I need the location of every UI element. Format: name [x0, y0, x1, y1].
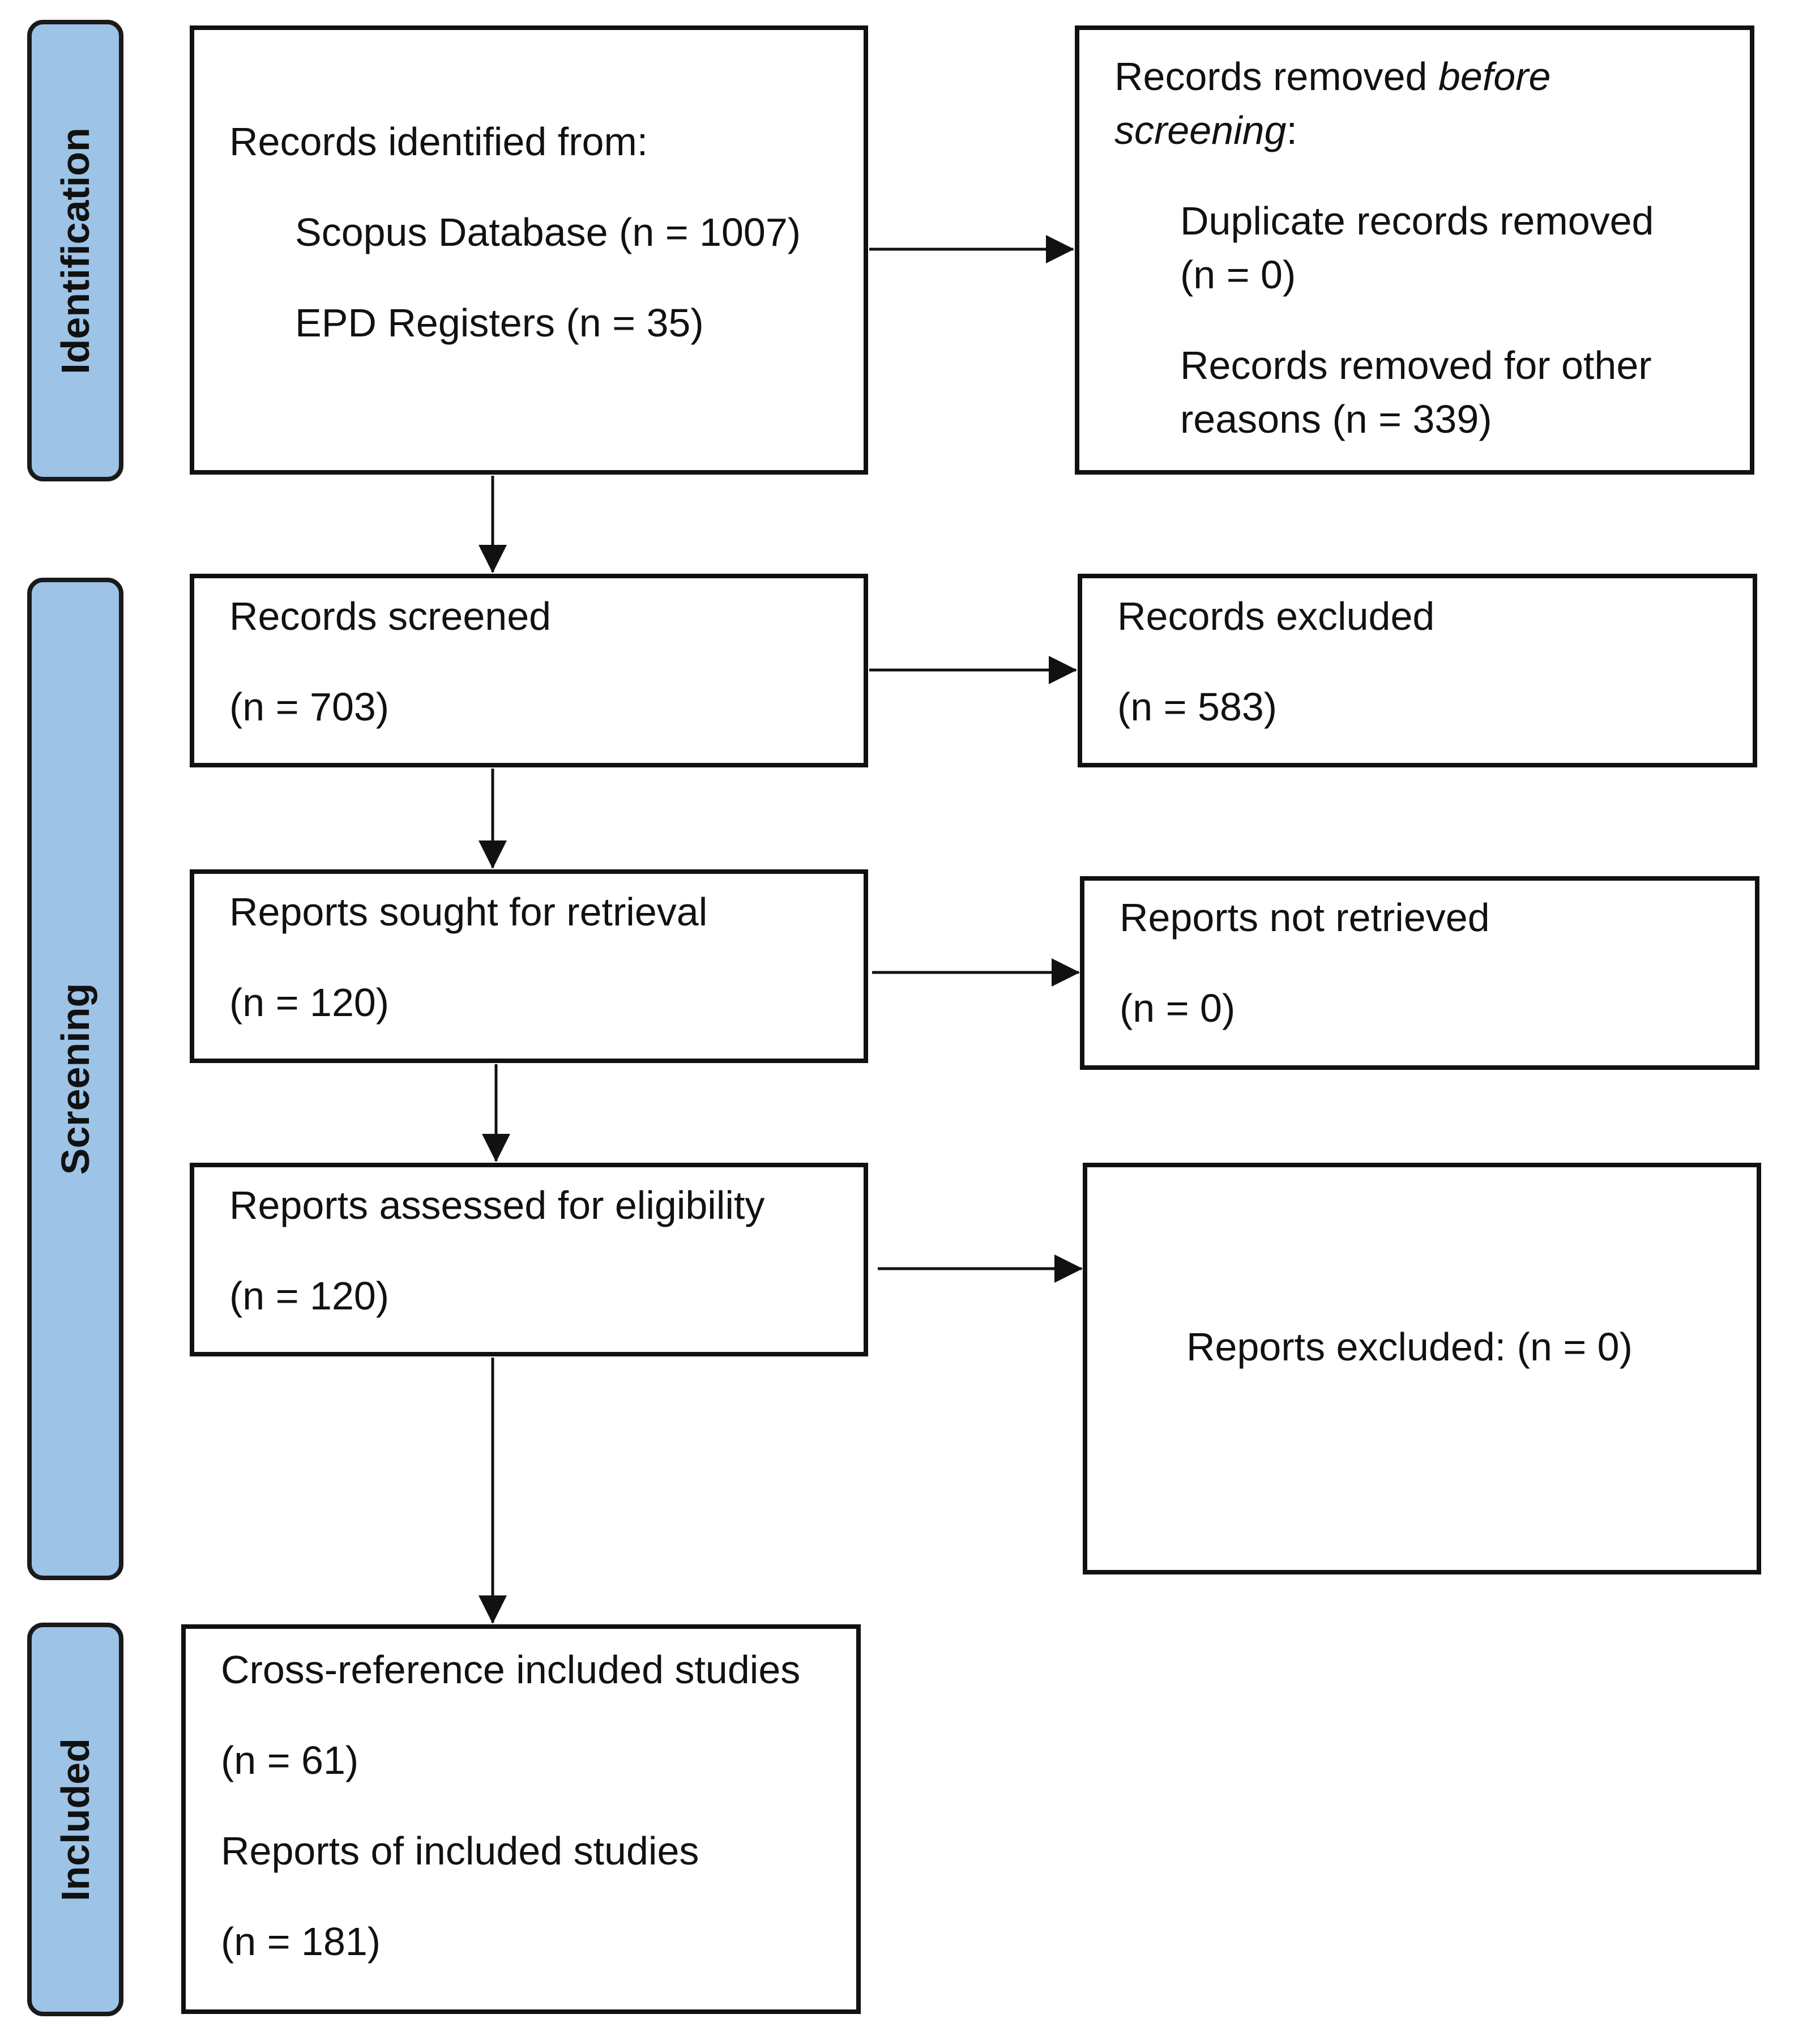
records-removed-heading-line1: Records removed before [1114, 50, 1550, 104]
included-reports-count: (n = 181) [221, 1919, 381, 1964]
reports-assessed-box: Reports assessed for eligibility (n = 12… [190, 1163, 868, 1356]
phase-included: Included [27, 1623, 123, 2016]
reports-assessed-count: (n = 120) [229, 1274, 390, 1318]
records-removed-box: Records removed before screening: Duplic… [1075, 25, 1754, 475]
records-identified-heading: Records identified from: [229, 120, 648, 164]
records-excluded-box: Records excluded (n = 583) [1078, 574, 1757, 767]
records-removed-heading-line2: screening: [1114, 104, 1297, 157]
records-removed-heading-colon: : [1286, 108, 1297, 152]
records-excluded-label: Records excluded [1117, 594, 1435, 638]
other-removed-line2: reasons (n = 339) [1180, 397, 1492, 441]
duplicates-removed-line2: (n = 0) [1180, 253, 1296, 297]
reports-assessed-label: Reports assessed for eligibility [229, 1183, 765, 1227]
duplicates-removed-line1: Duplicate records removed [1180, 199, 1654, 243]
records-screened-count: (n = 703) [229, 685, 390, 729]
records-identified-box: Records identified from: Scopus Database… [190, 25, 868, 475]
cross-reference-label: Cross-reference included studies [221, 1648, 801, 1692]
records-excluded-count: (n = 583) [1117, 685, 1278, 729]
records-screened-label: Records screened [229, 594, 552, 638]
reports-sought-label: Reports sought for retrieval [229, 890, 708, 934]
reports-sought-box: Reports sought for retrieval (n = 120) [190, 869, 868, 1063]
records-removed-heading-text: Records removed [1114, 54, 1438, 99]
phase-screening: Screening [27, 578, 123, 1580]
epd-count: EPD Registers (n = 35) [295, 301, 704, 345]
cross-reference-count: (n = 61) [221, 1738, 359, 1782]
reports-not-retrieved-label: Reports not retrieved [1120, 895, 1490, 940]
reports-excluded-box: Reports excluded: (n = 0) [1083, 1163, 1761, 1574]
records-removed-heading-screening: screening [1114, 108, 1287, 152]
reports-not-retrieved-count: (n = 0) [1120, 986, 1236, 1030]
phase-identification: Identification [27, 20, 123, 481]
scopus-count: Scopus Database (n = 1007) [295, 210, 801, 254]
records-screened-box: Records screened (n = 703) [190, 574, 868, 767]
reports-sought-count: (n = 120) [229, 980, 390, 1025]
reports-not-retrieved-box: Reports not retrieved (n = 0) [1080, 876, 1759, 1070]
reports-excluded-label: Reports excluded: (n = 0) [1186, 1325, 1633, 1369]
included-reports-label: Reports of included studies [221, 1829, 699, 1873]
records-removed-heading-before: before [1438, 54, 1551, 99]
included-box: Cross-reference included studies (n = 61… [181, 1624, 861, 2014]
other-removed-line1: Records removed for other [1180, 343, 1652, 387]
